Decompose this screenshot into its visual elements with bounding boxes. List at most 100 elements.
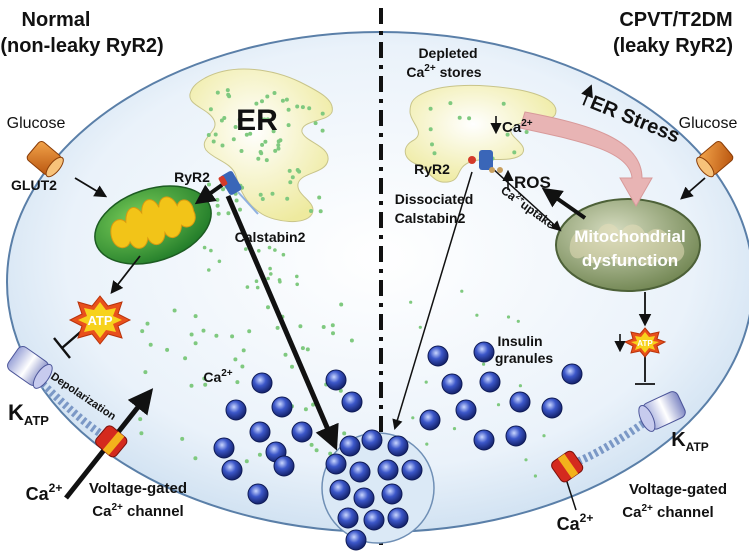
ca-entry-label-left: Ca2+ <box>26 481 63 504</box>
ca-dot <box>258 192 263 197</box>
ca-dot <box>143 370 148 375</box>
ca-dot <box>411 416 415 420</box>
ca-dot <box>309 209 313 213</box>
insulin-granule <box>479 371 501 393</box>
ca-dot <box>233 357 238 362</box>
ca-dot <box>270 191 275 196</box>
ca-dot <box>201 328 206 333</box>
dissociated-label-2: Calstabin2 <box>395 210 466 226</box>
ca-dot <box>320 111 325 116</box>
ca-dot <box>172 308 177 313</box>
ca-dot <box>260 197 265 201</box>
ca-dot <box>278 138 283 143</box>
ca-dot <box>262 117 267 122</box>
ca-dot <box>226 211 231 216</box>
ca-dot <box>230 334 235 339</box>
atp-label-right: ATP <box>637 339 653 348</box>
ros-indicator: ROS <box>502 169 551 192</box>
arrow-glut-to-mito <box>74 177 108 198</box>
ca-dot <box>206 133 211 137</box>
ca-dot <box>273 248 277 252</box>
ca-dot <box>501 101 506 106</box>
ca-dot <box>273 148 278 153</box>
ca-dot <box>288 180 293 185</box>
ca-dot <box>257 249 261 253</box>
vgcc-right <box>551 450 584 483</box>
ca-dot <box>222 116 227 120</box>
katp-label-right: KATP <box>671 429 709 454</box>
depleted-label-2: Ca2+ stores <box>406 63 481 80</box>
arrow-mito-to-atp <box>110 255 141 294</box>
vgcc-label-left-1: Voltage-gated <box>89 480 187 497</box>
ca-dot <box>318 209 323 214</box>
insulin-granule <box>345 529 367 551</box>
insulin-label-2: granules <box>495 350 554 366</box>
ca-dot <box>235 380 240 385</box>
arrow-leak-to-pocket <box>392 171 473 431</box>
ca-dot <box>248 131 253 136</box>
ca-dot <box>424 380 428 384</box>
ca-dot <box>208 107 213 112</box>
ca-dot <box>275 325 280 330</box>
ros-label: ROS <box>514 173 551 192</box>
insulin-granule <box>325 453 347 475</box>
insulin-granule <box>509 391 531 413</box>
arrow-glucose-to-mito <box>680 177 706 200</box>
ca-dot <box>145 321 150 326</box>
ca-dot <box>280 98 285 103</box>
ca-dot <box>281 252 286 257</box>
ca-dot <box>506 315 511 319</box>
ca-dot <box>496 403 501 407</box>
ca-dot <box>460 289 464 293</box>
inhibit-atp-to-katp-right <box>635 356 655 385</box>
insulin-granule <box>419 409 441 431</box>
ca-dot <box>314 448 319 453</box>
ca-dot <box>409 300 413 304</box>
ca-dot <box>265 117 270 122</box>
ca-decrease-indicator: Ca2+ <box>490 116 533 136</box>
ca-dot <box>266 305 270 310</box>
left-mitochondrion <box>94 185 212 265</box>
vgcc-label-right-2: Ca2+ channel <box>622 503 713 521</box>
glucose-label-left: Glucose <box>7 115 66 132</box>
ca-dot <box>231 137 236 142</box>
ca-dot <box>286 107 291 112</box>
ca-dot <box>349 338 354 343</box>
ca-dot <box>320 128 325 133</box>
vgcc-left <box>95 425 128 458</box>
ca-cytosol-label-left: Ca2+ <box>203 368 232 385</box>
ca-dot <box>217 259 222 264</box>
ca-dot <box>317 195 322 200</box>
ca-dot <box>268 266 272 271</box>
ca-dot <box>239 149 244 153</box>
er-stress-arrow <box>519 111 653 208</box>
ca-dot <box>139 431 144 436</box>
ca-dot <box>331 331 335 336</box>
ca-dot <box>307 106 312 111</box>
katp-channel-right <box>638 391 686 432</box>
ca-dot <box>234 198 239 203</box>
glucose-label-right: Glucose <box>679 115 738 132</box>
insulin-label-1: Insulin <box>497 333 542 349</box>
ca-dot <box>276 143 281 148</box>
insulin-granule <box>541 397 563 419</box>
arrow-mito-to-ros <box>541 187 587 220</box>
ca-dot <box>287 168 292 173</box>
ca-dot <box>524 458 528 462</box>
ca-dot <box>425 442 429 446</box>
ca-dot <box>418 325 422 329</box>
cytosol-ca-dots <box>138 245 546 478</box>
depleted-label-1: Depleted <box>418 45 477 61</box>
ca-dot <box>254 101 259 106</box>
ca-dot <box>295 282 300 287</box>
ca-dot <box>524 130 529 134</box>
ca-dot <box>267 245 272 250</box>
insulin-granule <box>221 459 243 481</box>
ca-dot <box>263 139 268 144</box>
atp-star-right <box>623 327 667 358</box>
ca-dot <box>428 106 433 111</box>
ca-dot <box>328 451 333 456</box>
glut2-channel-left <box>26 140 64 178</box>
ca-dot <box>221 187 225 192</box>
